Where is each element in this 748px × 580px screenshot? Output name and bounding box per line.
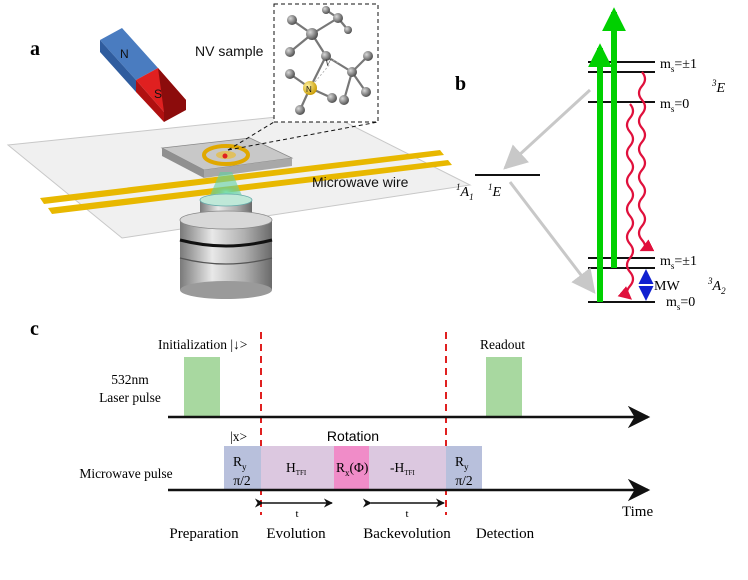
laser-pulse-readout	[486, 357, 522, 417]
magnet-n-label: N	[120, 47, 129, 61]
readout-label: Readout	[480, 337, 525, 352]
pulse-ry-detect-angle: π/2	[455, 473, 472, 488]
microwave-wire	[40, 150, 452, 214]
objective-lens	[179, 172, 273, 299]
panel-a-label: a	[30, 38, 40, 60]
pulse-ry-prep-label: Ry	[233, 454, 247, 472]
x-state-label: |x>	[230, 429, 247, 444]
pulse-ry-prep-angle: π/2	[233, 473, 250, 488]
ground-state-label: 3A2	[707, 276, 726, 296]
nv-sample-chip	[160, 137, 294, 178]
pulse-ry-detect-label: Ry	[455, 454, 469, 472]
laser-label-line2: Laser pulse	[99, 390, 161, 405]
red-fluorescence-arrow-1	[617, 103, 635, 300]
red-fluorescence-arrow-2	[637, 71, 655, 252]
isc-arrow-singlet-to-ground	[508, 181, 596, 294]
excited-0-label: ms=0	[660, 97, 689, 114]
laser-label-line1: 532nm	[111, 372, 149, 387]
rotation-label: Rotation	[327, 428, 379, 444]
t-label-backevolution: t	[405, 508, 408, 520]
singlet-e-label: 1E	[488, 182, 502, 200]
phase-backevolution: Backevolution	[363, 526, 451, 542]
zoom-line-left	[227, 121, 275, 151]
pulse-rx-phi	[334, 446, 369, 490]
nitrogen-label: N	[306, 85, 312, 94]
isc-arrow-down-to-singlet	[503, 88, 592, 170]
laser-pulse-initialization	[184, 357, 220, 417]
ground-0-label: ms=0	[666, 295, 695, 312]
zoom-line-right	[227, 121, 379, 151]
microwave-label: Microwave pulse	[79, 466, 172, 481]
time-axis-label: Time	[622, 504, 653, 520]
singlet-a-label: 1A1	[456, 182, 474, 202]
magnet: N S	[100, 28, 186, 122]
phase-evolution: Evolution	[266, 526, 326, 542]
initialization-label: Initialization |↓>	[158, 337, 247, 352]
pulse-ry-prep	[224, 446, 261, 490]
pulse-rx-label: Rx(Φ)	[336, 460, 368, 478]
excited-pm1-label: ms=±1	[660, 57, 697, 74]
pulse-neg-h-tfi	[369, 446, 446, 490]
excited-state-label: 3E	[711, 78, 726, 96]
nv-crystal-inset: N V	[273, 3, 379, 123]
pulse-h-tfi	[261, 446, 334, 490]
t-label-evolution: t	[295, 508, 298, 520]
magnet-s-label: S	[154, 87, 162, 101]
pulse-h-label: HTFI	[286, 460, 307, 477]
nv-sample-label: NV sample	[195, 43, 264, 59]
pulse-neg-h-label: -HTFI	[390, 460, 415, 477]
phase-detection: Detection	[476, 526, 535, 542]
mw-label: MW	[654, 279, 680, 294]
phase-preparation: Preparation	[169, 526, 239, 542]
panel-c-label: c	[30, 318, 39, 340]
vacancy-label: V	[325, 58, 332, 68]
panel-b-label: b	[455, 73, 466, 95]
microwave-wire-label: Microwave wire	[312, 174, 409, 190]
pulse-ry-detect	[446, 446, 482, 490]
ground-pm1-label: ms=±1	[660, 254, 697, 271]
